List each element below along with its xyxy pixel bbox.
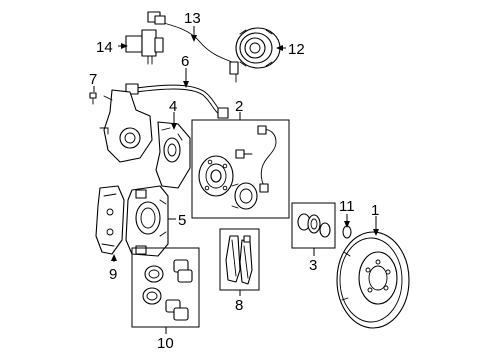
callout-labels: 1 2 3 4 5 6 7 8 9 10 11 12 13 14 <box>89 10 379 352</box>
sensor-connector-14 <box>125 29 164 65</box>
bolt-7 <box>89 92 97 105</box>
steering-knuckle <box>99 89 153 163</box>
callout-4: 4 <box>169 98 177 115</box>
seal-kit-3 <box>291 202 336 249</box>
hub-bearing-group-2 <box>191 119 290 219</box>
caliper-5 <box>125 185 169 257</box>
callout-2: 2 <box>235 98 243 115</box>
callout-14: 14 <box>96 39 113 56</box>
hub-seal-12 <box>235 27 281 69</box>
leader-lines <box>93 26 379 334</box>
sensor-wire-13 <box>147 11 239 83</box>
dust-shield-4 <box>155 121 191 189</box>
callout-6: 6 <box>181 53 189 70</box>
brake-rotor-1 <box>336 231 410 329</box>
brake-hose-6 <box>125 83 229 119</box>
callout-1: 1 <box>371 202 379 219</box>
callout-8: 8 <box>235 297 243 314</box>
callout-3: 3 <box>309 257 317 274</box>
caliper-bracket-9 <box>95 185 125 255</box>
caliper-seal-kit-10 <box>131 247 200 328</box>
callout-13: 13 <box>184 10 201 27</box>
callout-10: 10 <box>157 335 174 352</box>
callout-9: 9 <box>109 266 117 283</box>
brake-pads-group-8 <box>219 228 260 291</box>
callout-5: 5 <box>178 212 186 229</box>
callout-7: 7 <box>89 71 97 88</box>
callout-12: 12 <box>288 41 305 58</box>
callout-11: 11 <box>339 198 355 215</box>
